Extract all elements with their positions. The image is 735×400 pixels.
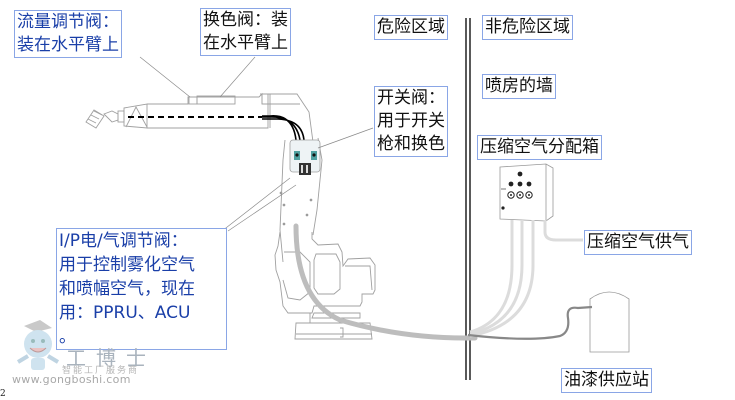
box-hoses <box>469 220 583 338</box>
booth-wall-line <box>465 18 471 380</box>
air-supply-label: 压缩空气供气 <box>584 230 692 255</box>
watermark-tagline: 智能工厂服务商 <box>62 366 140 376</box>
corner-mark: 2 <box>0 389 6 399</box>
air-distribution-box-label: 压缩空气分配箱 <box>477 135 602 160</box>
color-change-valve-line-2: 在水平臂上 <box>203 33 288 53</box>
on-off-valve-label: 开关阀： 用于开关 枪和换色 <box>374 86 448 157</box>
color-change-valve-label: 换色阀：装 在水平臂上 <box>200 8 291 56</box>
arm-hoses <box>262 115 305 141</box>
paint-tank-icon <box>589 291 630 353</box>
valve-module-icon <box>289 139 321 175</box>
watermark-url: www.gongboshi.com <box>12 373 131 386</box>
on-off-valve-line-3: 枪和换色 <box>377 134 445 154</box>
paint-supply-station-label: 油漆供应站 <box>561 368 652 393</box>
paint-supply-hose <box>467 305 593 340</box>
color-change-valve-line-1: 换色阀：装 <box>203 10 288 30</box>
spray-gun-icon <box>85 109 125 129</box>
on-off-valve-line-1: 开关阀： <box>377 88 445 108</box>
ip-regulator-line-3: 和喷幅空气，现在 <box>59 279 195 299</box>
ip-regulator-line-1: I/P电/气调节阀： <box>59 231 188 251</box>
flow-valve-line-1: 流量调节阀： <box>17 12 119 32</box>
flow-valve-label: 流量调节阀： 装在水平臂上 <box>14 10 122 58</box>
ip-regulator-label: I/P电/气调节阀： 用于控制雾化空气 和喷幅空气，现在 用：PPRU、ACU … <box>56 228 227 350</box>
air-distribution-box-icon <box>499 163 554 222</box>
booth-wall-label: 喷房的墙 <box>482 74 556 99</box>
ip-regulator-line-5: 。 <box>59 327 76 347</box>
ip-regulator-line-2: 用于控制雾化空气 <box>59 255 195 275</box>
mascot-logo-icon <box>16 320 60 370</box>
non-hazard-zone-label: 非危险区域 <box>482 15 573 40</box>
on-off-valve-line-2: 用于开关 <box>377 111 445 131</box>
hazard-zone-label: 危险区域 <box>374 15 448 40</box>
watermark-brand: 工博士 <box>66 346 156 370</box>
main-supply-hose <box>293 223 478 341</box>
flow-valve-line-2: 装在水平臂上 <box>17 35 119 55</box>
leader-lines <box>139 56 374 232</box>
ip-regulator-line-4: 用：PPRU、ACU <box>59 303 191 323</box>
